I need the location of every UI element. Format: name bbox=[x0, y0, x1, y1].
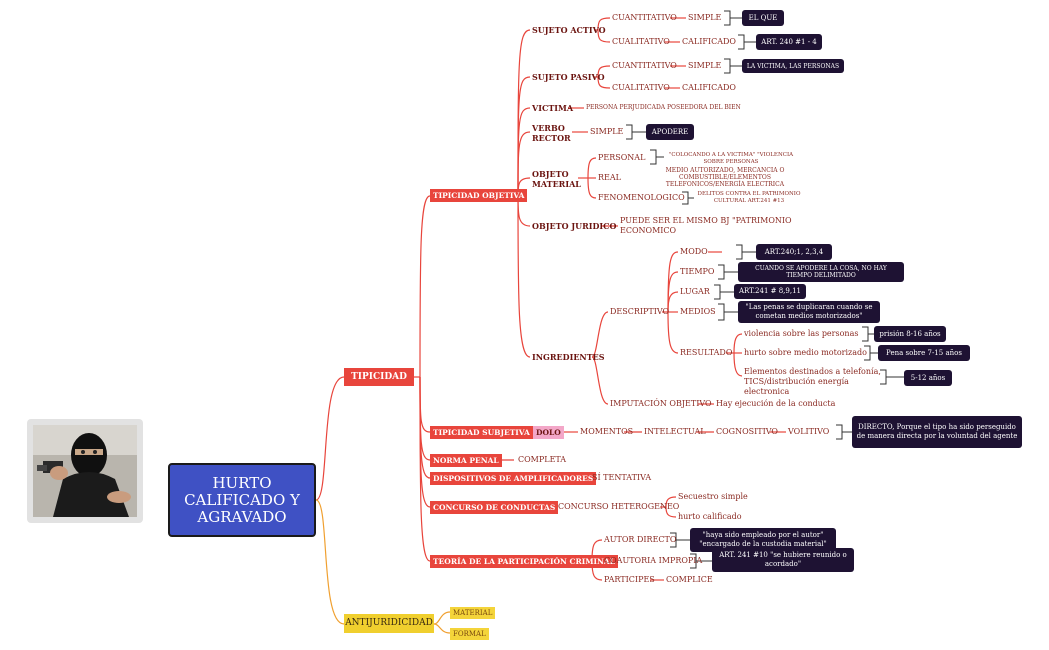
sa-cuantitativo[interactable]: CUANTITATIVO bbox=[612, 13, 677, 22]
branch-tipicidad[interactable]: TIPICIDAD bbox=[344, 368, 414, 386]
dolo[interactable]: DOLO bbox=[533, 426, 564, 439]
autor-directo[interactable]: AUTOR DIRECTO bbox=[604, 535, 677, 544]
directo-box[interactable]: DIRECTO, Porque el tipo ha sido persegui… bbox=[852, 416, 1022, 448]
sujeto-activo[interactable]: SUJETO ACTIVO bbox=[532, 25, 606, 35]
verbo-box[interactable]: APODERE bbox=[646, 124, 694, 140]
resultado-motorizado[interactable]: hurto sobre medio motorizado bbox=[744, 348, 867, 357]
complice[interactable]: COMPLICE bbox=[666, 575, 713, 584]
victima-desc[interactable]: PERSONA PERJUDICADA POSEEDORA DEL BIEN bbox=[586, 104, 741, 111]
om-personal-note: "COLOCANDO A LA VICTIMA" "VIOLENCIA SOBR… bbox=[668, 152, 794, 165]
antijuridicidad-formal[interactable]: FORMAL bbox=[450, 628, 489, 640]
secuestro-simple[interactable]: Secuestro simple bbox=[678, 492, 748, 501]
medios-box[interactable]: "Las penas se duplicaran cuando se comet… bbox=[738, 301, 880, 323]
resultado-telefonia[interactable]: Elementos destinados a telefonía, TICS/d… bbox=[744, 367, 881, 396]
sa-simple[interactable]: SIMPLE bbox=[688, 13, 722, 22]
victima[interactable]: VICTIMA bbox=[532, 103, 574, 113]
participes[interactable]: PARTICIPES bbox=[604, 575, 655, 584]
om-real-note: MEDIO AUTORIZADO, MERCANCIA O COMBUSTIBL… bbox=[665, 167, 785, 188]
dispositivos-amplificadores[interactable]: DISPOSITIVOS DE AMPLIFICADORES bbox=[430, 472, 597, 485]
modo[interactable]: MODO bbox=[680, 247, 708, 256]
sp-simple[interactable]: SIMPLE bbox=[688, 61, 722, 70]
imputacion-objetivo[interactable]: IMPUTACIÓN OBJETIVO bbox=[610, 399, 712, 408]
teoria-participacion[interactable]: TEORÍA DE LA PARTICIPACIÓN CRIMINAL bbox=[430, 555, 618, 568]
volitivo[interactable]: VOLITIVO bbox=[788, 427, 830, 436]
norma-completa[interactable]: COMPLETA bbox=[518, 455, 567, 464]
masked-robber-photo bbox=[27, 419, 143, 523]
central-topic[interactable]: HURTO CALIFICADO Y AGRAVADO bbox=[168, 463, 316, 537]
momentos[interactable]: MOMENTOS bbox=[580, 427, 634, 436]
om-fenomenologico[interactable]: FENOMENOLOGICO bbox=[598, 193, 685, 202]
cognositivo[interactable]: COGNOSITIVO bbox=[716, 427, 778, 436]
objeto-juridico[interactable]: OBJETO JURIDICO bbox=[532, 221, 617, 231]
ingredientes[interactable]: INGREDIENTES bbox=[532, 352, 605, 362]
verbo-rector[interactable]: VERBO RECTOR bbox=[532, 123, 571, 143]
antijuridicidad-material[interactable]: MATERIAL bbox=[450, 607, 496, 619]
sp-simple-box[interactable]: LA VICTIMA, LAS PERSONAS bbox=[742, 59, 844, 73]
resultado-telefonia-box[interactable]: 5-12 años bbox=[904, 370, 952, 386]
objeto-material[interactable]: OBJETO MATERIAL bbox=[532, 169, 581, 189]
om-real[interactable]: REAL bbox=[598, 173, 621, 182]
si-tentativa[interactable]: SÍ TENTATIVA bbox=[592, 473, 652, 482]
coautoria-impropia[interactable]: COAUTORIA IMPROPIA bbox=[604, 556, 703, 565]
resultado-violencia-box[interactable]: prisión 8-16 años bbox=[874, 326, 946, 342]
sa-calificado[interactable]: CALIFICADO bbox=[682, 37, 736, 46]
om-personal[interactable]: PERSONAL bbox=[598, 153, 646, 162]
imputacion-desc[interactable]: Hay ejecución de la conducta bbox=[716, 399, 836, 408]
sp-calificado[interactable]: CALIFICADO bbox=[682, 83, 736, 92]
sa-cualitativo[interactable]: CUALITATIVO bbox=[612, 37, 670, 46]
tiempo-box[interactable]: CUANDO SE APODERE LA COSA, NO HAY TIEMPO… bbox=[738, 262, 904, 282]
objeto-juridico-desc[interactable]: PUEDE SER EL MISMO BJ "PATRIMONIO ECONOM… bbox=[620, 216, 792, 235]
sp-cuantitativo[interactable]: CUANTITATIVO bbox=[612, 61, 677, 70]
tiempo[interactable]: TIEMPO bbox=[680, 267, 715, 276]
branch-antijuridicidad[interactable]: ANTIJURIDICIDAD bbox=[344, 614, 434, 633]
resultado-violencia[interactable]: violencia sobre las personas bbox=[744, 329, 859, 338]
coautoria-box[interactable]: ART. 241 #10 "se hubiere reunido o acord… bbox=[712, 548, 854, 572]
modo-box[interactable]: ART.240;1, 2,3,4 bbox=[756, 244, 832, 260]
medios[interactable]: MEDIOS bbox=[680, 307, 716, 316]
om-fenomenologico-note: DELITOS CONTRA EL PATRIMONIO CULTURAL AR… bbox=[697, 191, 801, 204]
norma-penal[interactable]: NORMA PENAL bbox=[430, 454, 502, 467]
lugar[interactable]: LUGAR bbox=[680, 287, 710, 296]
lugar-box[interactable]: ART.241 # 8,9,11 bbox=[734, 284, 806, 299]
descriptivo[interactable]: DESCRIPTIVO bbox=[610, 307, 670, 316]
resultado-motorizado-box[interactable]: Pena sobre 7-15 años bbox=[878, 345, 970, 361]
resultado[interactable]: RESULTADO bbox=[680, 348, 733, 357]
sujeto-pasivo[interactable]: SUJETO PASIVO bbox=[532, 72, 605, 82]
central-title: HURTO CALIFICADO Y AGRAVADO bbox=[184, 473, 300, 526]
concurso-heterogeneo[interactable]: CONCURSO HETEROGENEO bbox=[558, 502, 680, 511]
sp-cualitativo[interactable]: CUALITATIVO bbox=[612, 83, 670, 92]
hurto-calificado[interactable]: hurto calificado bbox=[678, 512, 742, 521]
verbo-simple[interactable]: SIMPLE bbox=[590, 127, 624, 136]
tipicidad-objetiva[interactable]: TIPICIDAD OBJETIVA bbox=[430, 189, 528, 202]
tipicidad-subjetiva[interactable]: TIPICIDAD SUBJETIVA bbox=[430, 426, 533, 439]
sa-calificado-box[interactable]: ART. 240 #1 - 4 bbox=[756, 34, 822, 50]
sa-simple-box[interactable]: EL QUE bbox=[742, 10, 784, 26]
intelectual[interactable]: INTELECTUAL bbox=[644, 427, 706, 436]
concurso-conductas[interactable]: CONCURSO DE CONDUCTAS bbox=[430, 501, 559, 514]
